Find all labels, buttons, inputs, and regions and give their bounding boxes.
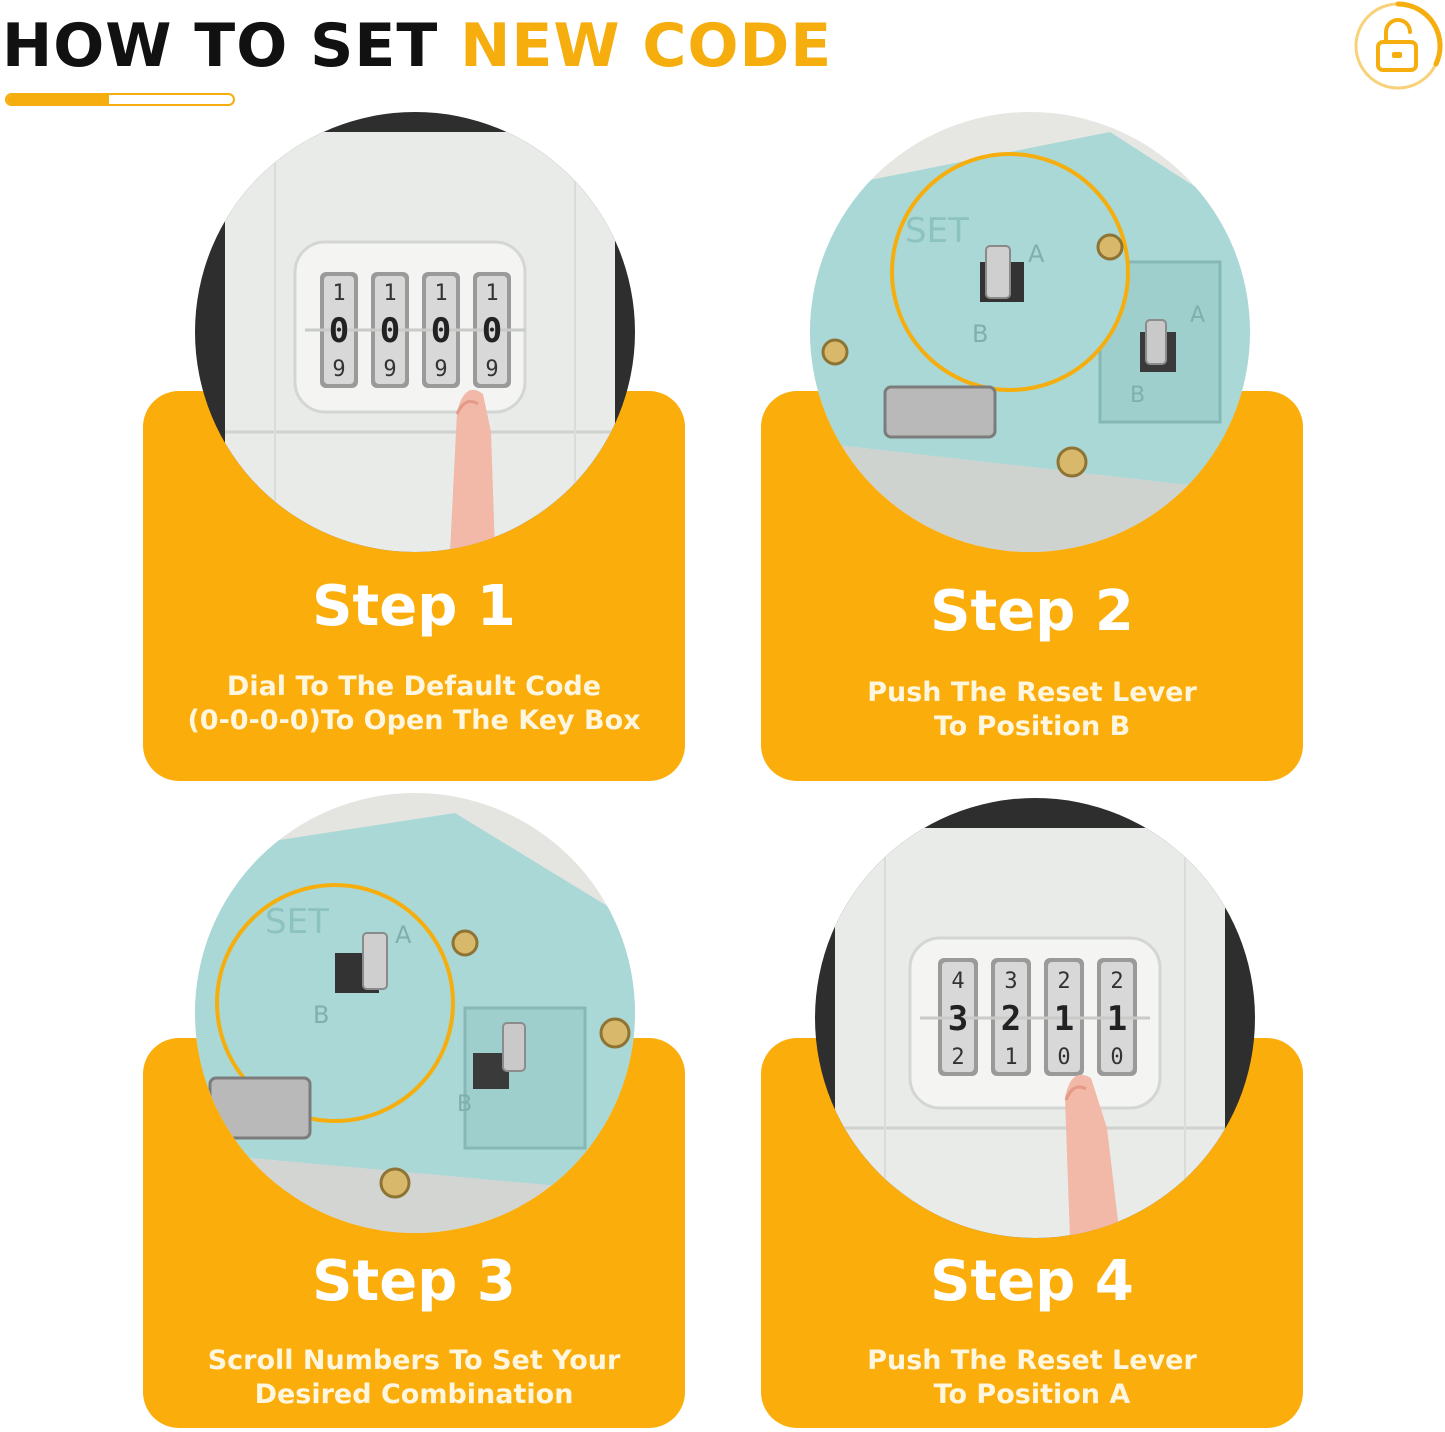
s1-wheel-2-digit: 0 <box>380 311 400 351</box>
page-title: HOW TO SET NEW CODE <box>2 8 832 84</box>
step-1-photo-default-code-dial: 1 1 1 1 0 0 0 0 9 9 9 9 <box>195 112 635 552</box>
unlocked-padlock-icon <box>1350 0 1445 94</box>
s4-wheel-1-above: 4 <box>951 969 964 994</box>
s1-wheel-1-above: 1 <box>332 281 345 306</box>
s2-label-b-2: B <box>1130 383 1145 408</box>
s4-wheel-1-below: 2 <box>951 1045 964 1070</box>
step-3-title: Step 3 <box>312 1249 516 1314</box>
step-4-finger <box>1065 1074 1120 1238</box>
s1-wheel-1-digit: 0 <box>329 311 349 351</box>
s4-wheel-4-digit: 1 <box>1107 999 1127 1039</box>
s4-wheel-4-below: 0 <box>1110 1045 1123 1070</box>
title-progress-bar <box>5 93 235 106</box>
step-3-desc-line-1: Scroll Numbers To Set Your <box>207 1345 621 1376</box>
step-4-combination-wheels: 4 3 2 2 3 2 1 1 2 1 0 0 <box>920 958 1150 1076</box>
s2-label-a: A <box>1028 240 1045 268</box>
title-progress-fill <box>7 95 109 104</box>
step-4-photo-reset-lever-a: 4 3 2 2 3 2 1 1 2 1 0 0 <box>815 798 1255 1238</box>
s2-label-set: SET <box>905 211 969 251</box>
s1-wheel-4-digit: 0 <box>482 311 502 351</box>
title-part-dark: HOW TO SET <box>2 11 461 81</box>
step-2-title: Step 2 <box>930 579 1134 644</box>
step-3-desc-line-2: Desired Combination <box>254 1379 574 1410</box>
step-2-desc-line-1: Push The Reset Lever <box>867 677 1197 708</box>
s3-label-b: B <box>313 1001 329 1029</box>
step-1-desc-line-2: (0-0-0-0)To Open The Key Box <box>187 705 641 736</box>
s4-wheel-1-digit: 3 <box>948 999 968 1039</box>
s1-wheel-2-below: 9 <box>383 357 396 382</box>
step-4-desc-line-2: To Position A <box>933 1379 1131 1410</box>
s4-wheel-4-above: 2 <box>1110 969 1123 994</box>
s4-wheel-3-digit: 1 <box>1054 999 1074 1039</box>
s4-wheel-2-above: 3 <box>1004 969 1017 994</box>
s1-wheel-2-above: 1 <box>383 281 396 306</box>
s4-wheel-3-below: 0 <box>1057 1045 1070 1070</box>
s1-wheel-4-below: 9 <box>485 357 498 382</box>
step-2-desc-line-2: To Position B <box>933 711 1131 742</box>
step-4-title: Step 4 <box>930 1249 1134 1314</box>
s2-label-b: B <box>972 320 988 348</box>
s1-wheel-4-above: 1 <box>485 281 498 306</box>
title-part-accent: NEW CODE <box>460 11 833 81</box>
s1-wheel-1-below: 9 <box>332 357 345 382</box>
step-4-desc-line-1: Push The Reset Lever <box>867 1345 1197 1376</box>
step-3-photo-scroll-numbers: B SET A B <box>195 793 635 1233</box>
s1-wheel-3-below: 9 <box>434 357 447 382</box>
s3-label-a: A <box>395 921 412 949</box>
step-2-photo-reset-lever-b: A B SET A B <box>810 112 1250 552</box>
step-1-finger <box>450 389 495 552</box>
s1-wheel-3-digit: 0 <box>431 311 451 351</box>
s4-wheel-2-below: 1 <box>1004 1045 1017 1070</box>
step-1-title: Step 1 <box>312 574 516 639</box>
step-1-combination-wheels: 1 1 1 1 0 0 0 0 9 9 9 9 <box>305 272 525 388</box>
s3-label-b-2: B <box>457 1092 472 1117</box>
s1-wheel-3-above: 1 <box>434 281 447 306</box>
s4-wheel-2-digit: 2 <box>1001 999 1021 1039</box>
s4-wheel-3-above: 2 <box>1057 969 1070 994</box>
s3-label-set: SET <box>265 902 329 942</box>
s2-label-a-2: A <box>1190 303 1205 328</box>
step-1-desc-line-1: Dial To The Default Code <box>226 671 602 702</box>
